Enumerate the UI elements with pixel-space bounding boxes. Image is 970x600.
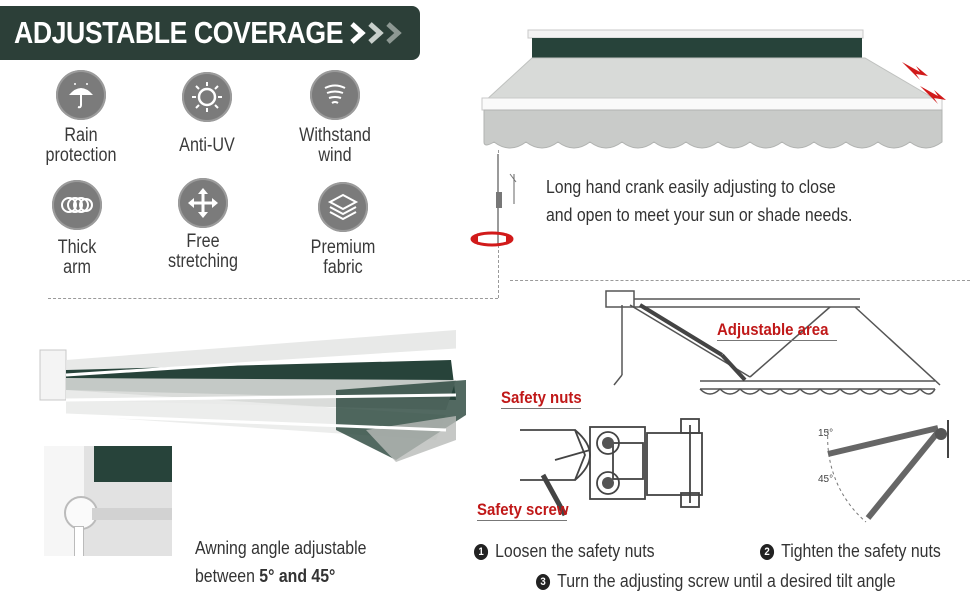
adjustable-area-diagram	[605, 290, 941, 395]
feature-anti-uv: Anti-UV	[152, 72, 262, 156]
arm-icon	[52, 180, 102, 230]
chevrons-icon	[350, 21, 406, 45]
feature-thick-arm: Thick arm	[22, 180, 132, 278]
safety-nuts-label: Safety nuts	[501, 388, 582, 407]
angle-15-label: 15°	[818, 428, 834, 439]
crank-note-line2: and open to meet your sun or shade needs…	[546, 205, 853, 225]
step-number: 3	[536, 573, 551, 590]
feature-label: Withstand wind	[299, 125, 371, 166]
banner-title: ADJUSTABLE COVERAGE	[14, 15, 344, 50]
awning-illustration	[470, 29, 946, 247]
feature-free-stretching: Free stretching	[148, 178, 258, 272]
safety-detail-diagram	[520, 418, 703, 517]
feature-label: Thick arm	[57, 237, 97, 278]
feature-label: Premium fabric	[310, 237, 376, 278]
divider	[48, 298, 498, 299]
wind-icon	[310, 70, 360, 120]
feature-wind: Withstand wind	[280, 70, 390, 166]
sun-icon	[182, 72, 232, 122]
angle-range: 5° and 45°	[259, 566, 336, 586]
feature-label: Rain protection	[45, 125, 117, 166]
angle-note-line1: Awning angle adjustable	[195, 538, 367, 558]
adjustable-area-label: Adjustable area	[717, 320, 829, 339]
feature-label: Anti-UV	[179, 135, 235, 156]
awning-angle-illustration	[39, 330, 466, 462]
step-number: 1	[474, 543, 489, 560]
crank-note-line1: Long hand crank easily adjusting to clos…	[546, 177, 836, 197]
stretch-arrows-icon	[178, 178, 228, 228]
step-number: 2	[760, 543, 775, 560]
safety-screw-label: Safety screw	[477, 500, 569, 519]
angle-note-line2: between 5° and 45°	[195, 566, 336, 586]
label-leader-line	[717, 340, 837, 341]
angle-45-label: 45°	[818, 474, 834, 485]
divider	[510, 280, 970, 281]
tilt-angle-diagram	[827, 420, 949, 523]
umbrella-icon	[56, 70, 106, 120]
bracket-photo	[44, 446, 172, 556]
label-leader-line	[477, 520, 567, 521]
title-banner: ADJUSTABLE COVERAGE	[0, 6, 420, 60]
feature-label: Free stretching	[167, 231, 239, 272]
fabric-layers-icon	[318, 182, 368, 232]
label-leader-line	[501, 408, 581, 409]
feature-rain: Rain protection	[26, 70, 136, 166]
feature-premium-fabric: Premium fabric	[288, 182, 398, 278]
